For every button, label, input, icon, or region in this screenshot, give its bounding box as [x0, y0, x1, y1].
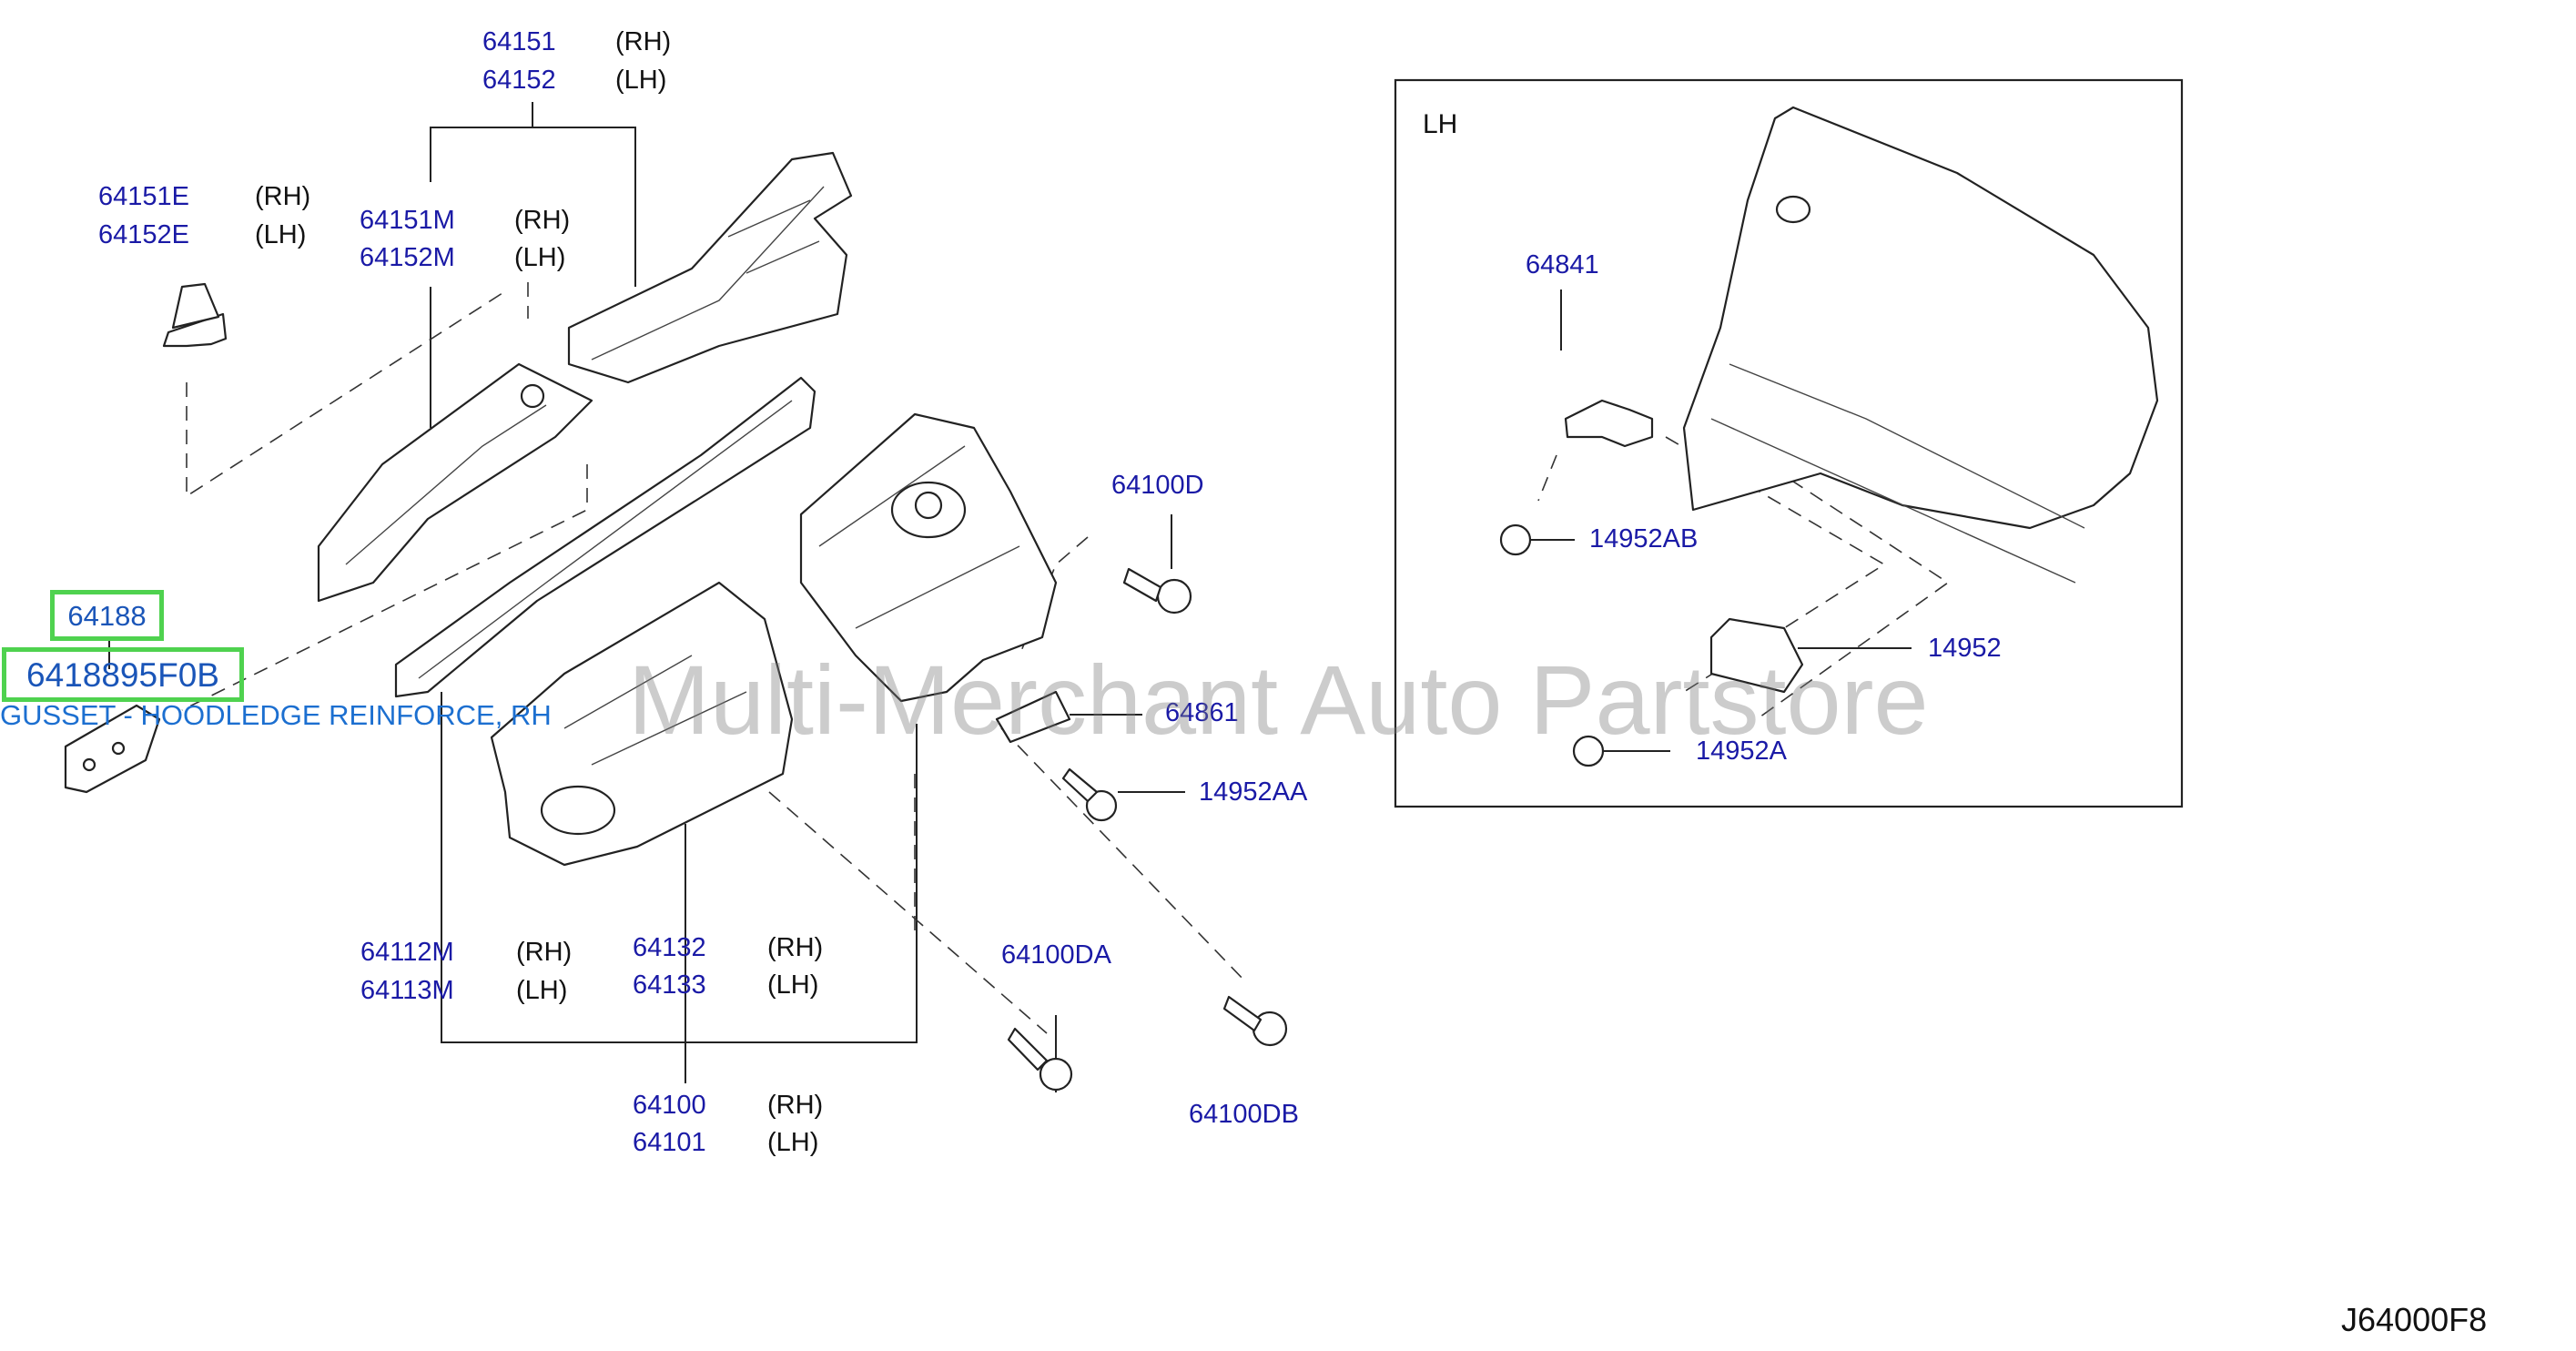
clip-64151e-shape	[162, 282, 228, 348]
side-rh: (RH)	[514, 206, 571, 235]
lh-panel-title: LH	[1423, 109, 1458, 139]
highlight-description: GUSSET - HOODLEDGE REINFORCE, RH	[0, 699, 552, 731]
side-lh: (LH)	[767, 1128, 819, 1157]
side-lh: (LH)	[514, 243, 566, 272]
label-64100: 64100	[633, 1091, 706, 1120]
hardware-shapes	[995, 567, 1288, 1092]
lh-inset-frame	[1394, 78, 2184, 808]
strut-tower-shape	[799, 412, 1058, 703]
hoodledge-mid-shape	[317, 362, 593, 603]
clip-64100d-shape	[1122, 567, 1192, 615]
side-rh: (RH)	[615, 27, 672, 56]
label-64101: 64101	[633, 1128, 706, 1157]
side-rh: (RH)	[255, 182, 311, 211]
side-member-shape	[394, 376, 816, 698]
highlight-part-number[interactable]: 64188	[50, 590, 164, 641]
lh-inset-body-shape	[1499, 106, 2159, 767]
side-rh: (RH)	[516, 938, 573, 967]
label-64151e: 64151E	[98, 182, 189, 211]
label-64152m: 64152M	[360, 243, 455, 272]
label-64132: 64132	[633, 933, 706, 962]
label-14952ab: 14952AB	[1589, 524, 1699, 554]
diagram-code: J64000F8	[2341, 1301, 2488, 1338]
label-64112m: 64112M	[360, 938, 454, 967]
label-14952a: 14952A	[1696, 736, 1787, 766]
bolt-64100da-shape	[1007, 1027, 1073, 1092]
side-lh: (LH)	[255, 220, 307, 249]
label-64151m: 64151M	[360, 206, 455, 235]
side-rh: (RH)	[767, 1091, 824, 1120]
highlight-part-number-text: 64188	[67, 599, 147, 632]
bracket-64861-shape	[995, 690, 1071, 744]
apron-lower-shape	[490, 581, 794, 867]
label-64113m: 64113M	[360, 976, 454, 1005]
highlight-full-part-number-text: 6418895F0B	[26, 655, 219, 694]
label-64100d: 64100D	[1111, 471, 1204, 500]
side-lh: (LH)	[767, 970, 819, 1000]
bolt-14952aa-shape	[1061, 767, 1118, 822]
side-lh: (LH)	[615, 66, 667, 95]
highlight-full-part-number[interactable]: 6418895F0B	[2, 647, 244, 702]
label-64133: 64133	[633, 970, 706, 1000]
label-64861: 64861	[1165, 698, 1239, 727]
label-64151: 64151	[482, 27, 556, 56]
label-64841: 64841	[1526, 250, 1599, 279]
label-64152e: 64152E	[98, 220, 189, 249]
clip-64100db-shape	[1222, 995, 1288, 1047]
side-lh: (LH)	[516, 976, 568, 1005]
side-rh: (RH)	[767, 933, 824, 962]
hoodledge-upper-shape	[567, 151, 853, 384]
label-14952: 14952	[1928, 634, 2002, 663]
label-64100da: 64100DA	[1001, 940, 1111, 970]
label-64152: 64152	[482, 66, 556, 95]
label-64100db: 64100DB	[1189, 1100, 1299, 1129]
gusset-64188-shape	[64, 704, 161, 794]
label-14952aa: 14952AA	[1199, 777, 1308, 807]
